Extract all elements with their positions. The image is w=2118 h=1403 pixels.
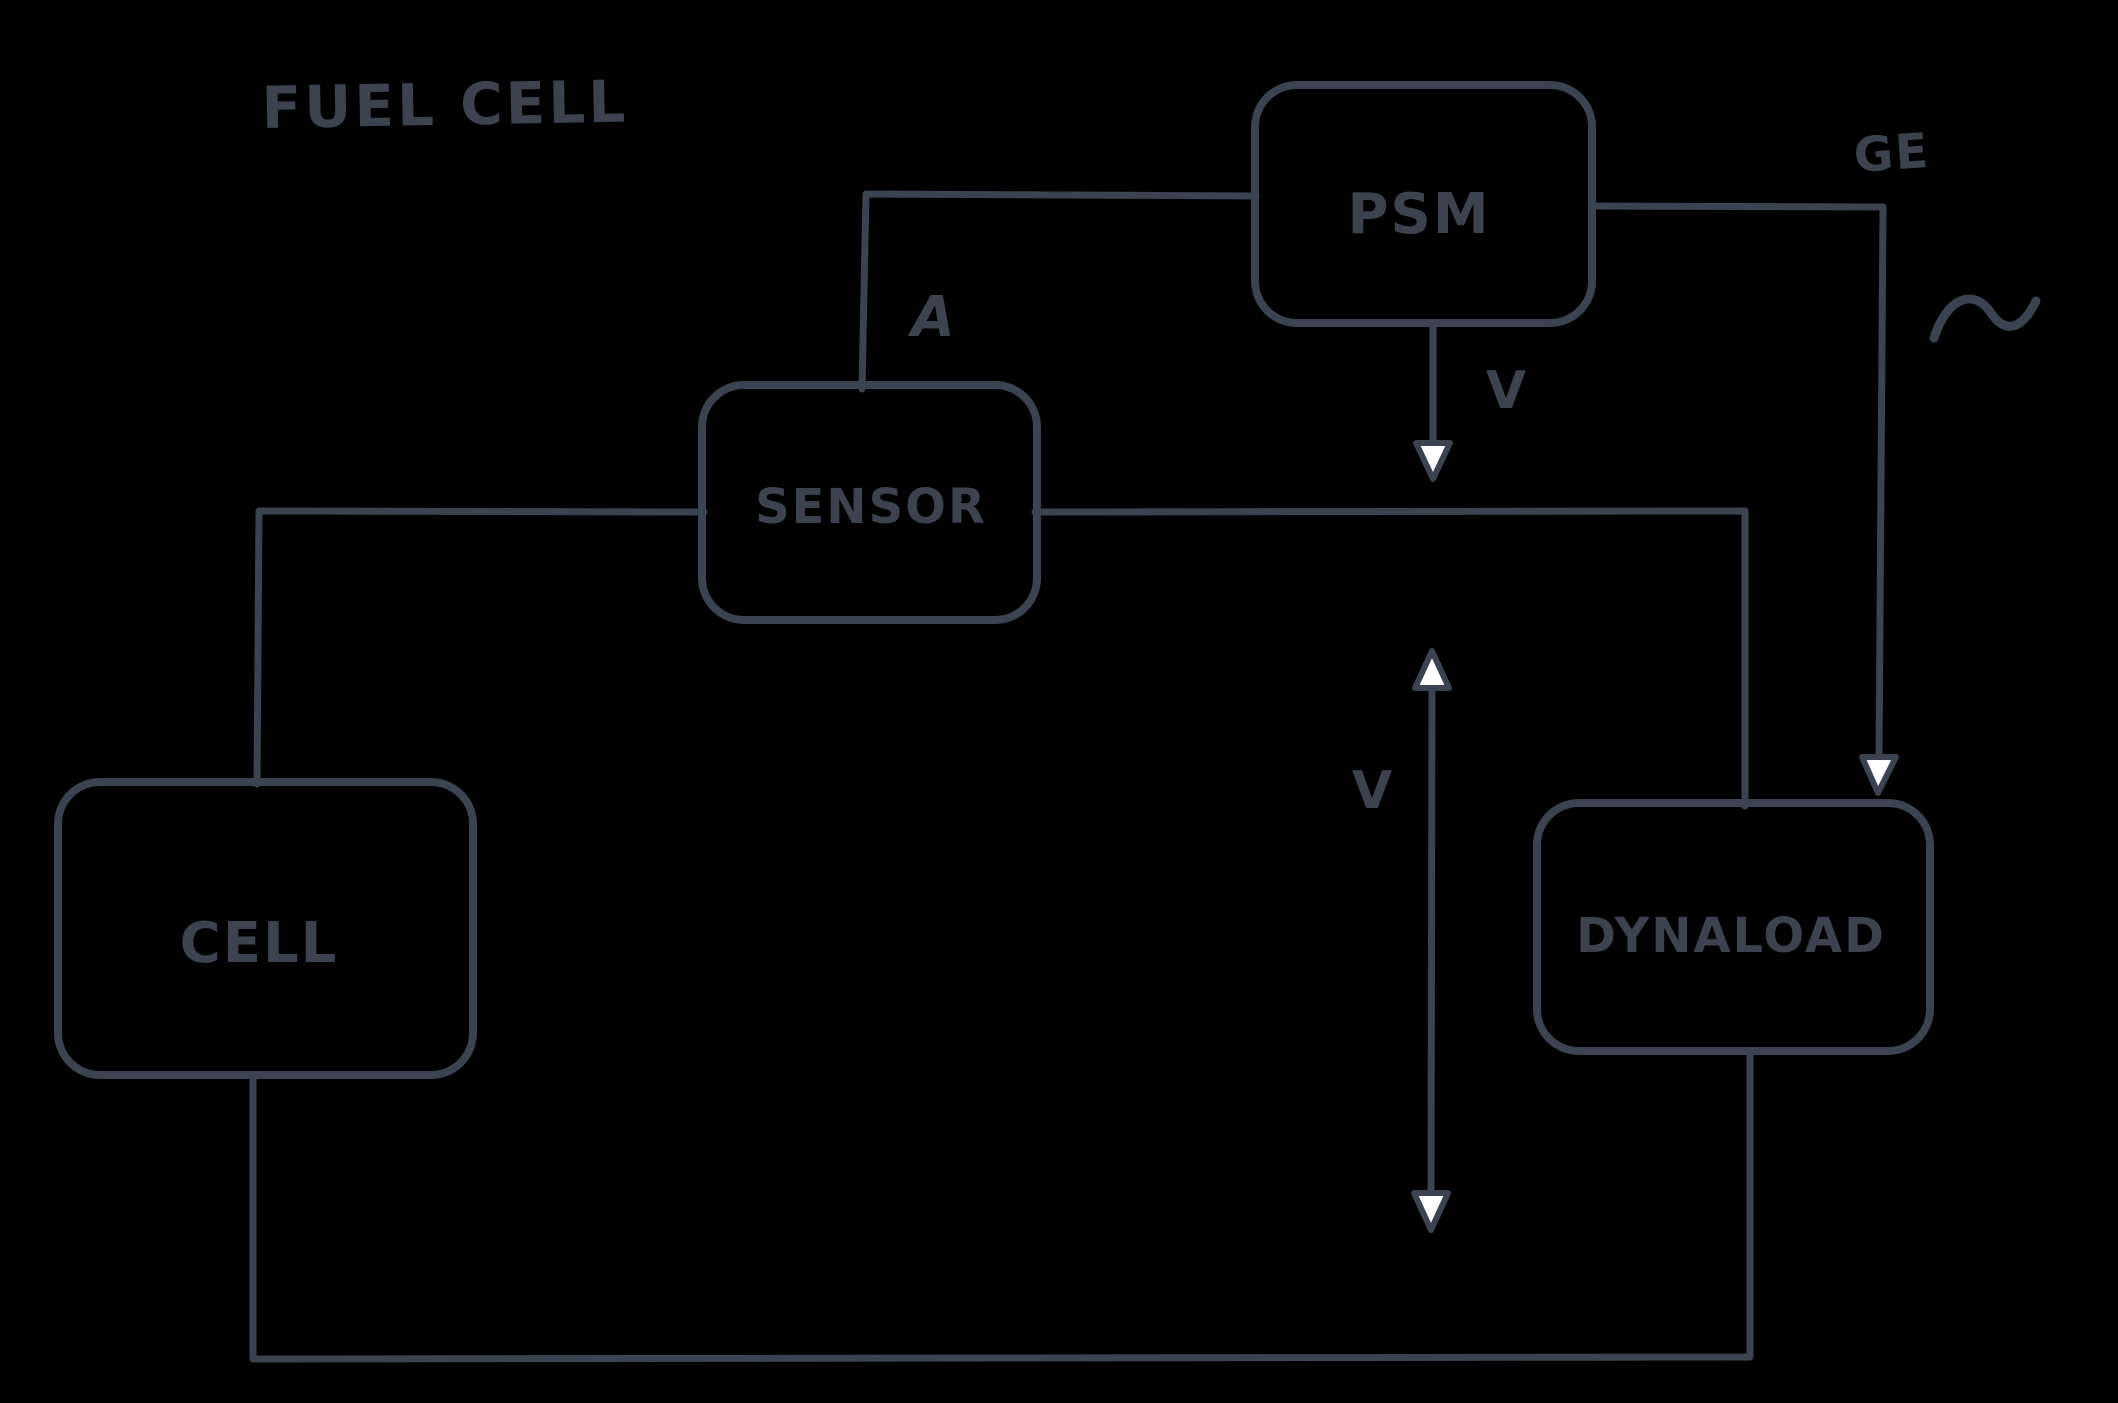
ge-arrowhead-down-icon (1859, 754, 1899, 796)
psm-box (1251, 81, 1596, 327)
psm-arrowhead-down-icon (1413, 440, 1453, 482)
page-title: FUEL CELL (261, 68, 629, 142)
wires (249, 190, 2041, 1363)
sensor-label: SENSOR (755, 479, 987, 535)
ge-label: GE (1852, 123, 1932, 184)
voltage-arrowhead-down-icon (1411, 1190, 1451, 1233)
wire-psm-to-ge (1588, 202, 1887, 760)
dynaload-label: DYNALOAD (1576, 908, 1886, 964)
voltage-double-arrow (1427, 682, 1436, 1198)
blocks (54, 81, 1934, 1079)
voltage-load-label: V (1352, 761, 1392, 821)
ac-wave-icon (1929, 294, 2041, 343)
current-label: A (907, 285, 954, 350)
labels: FUEL CELL PSM SENSOR CELL DYNALOAD GE A … (180, 68, 1932, 976)
cell-label: CELL (180, 911, 339, 976)
cell-box (54, 778, 477, 1079)
sensor-box (698, 381, 1041, 624)
dynaload-box (1533, 799, 1934, 1055)
wire-sensor-to-cell (253, 507, 708, 788)
psm-label: PSM (1347, 182, 1490, 247)
wire-psm-to-sensor (858, 190, 1260, 393)
voltage-psm-label: V (1486, 361, 1526, 421)
wire-sensor-to-dynaload (1031, 507, 1749, 810)
voltage-arrowhead-up-icon (1412, 648, 1452, 691)
wire-cell-to-dynaload-bottom (249, 1048, 1754, 1363)
